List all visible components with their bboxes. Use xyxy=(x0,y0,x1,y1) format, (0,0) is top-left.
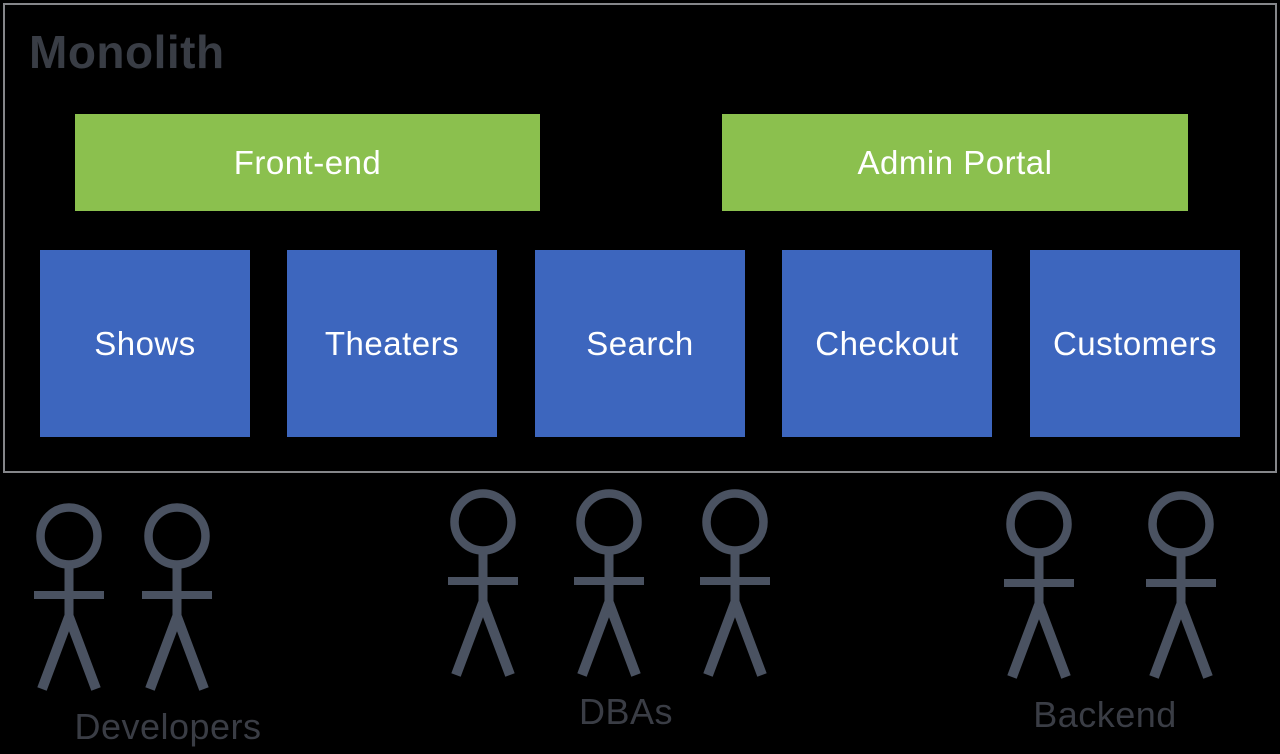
person-head xyxy=(450,489,516,555)
person-figure xyxy=(1146,491,1216,679)
person-right-leg xyxy=(1034,603,1071,679)
person-figure xyxy=(142,503,212,691)
person-head xyxy=(576,489,642,555)
module-label-shows: Shows xyxy=(94,324,196,362)
person-left-leg xyxy=(1149,603,1186,679)
team-developers-figures xyxy=(31,503,215,693)
admin-portal-layer-box: Admin Portal xyxy=(722,114,1188,211)
person-left-leg xyxy=(1007,603,1044,679)
module-box-shows: Shows xyxy=(40,250,250,437)
module-box-theaters: Theaters xyxy=(287,250,497,437)
person-right-leg xyxy=(730,601,767,677)
person-figure xyxy=(574,489,644,677)
person-head xyxy=(702,489,768,555)
person-right-leg xyxy=(1176,603,1213,679)
team-dbas-label: DBAs xyxy=(578,691,674,732)
module-box-checkout: Checkout xyxy=(782,250,992,437)
person-right-leg xyxy=(478,601,515,677)
monolith-container: Monolith Front-end Admin Portal Shows Th… xyxy=(3,3,1277,473)
person-right-leg xyxy=(64,615,101,691)
module-label-customers: Customers xyxy=(1052,324,1218,362)
person-figure xyxy=(1004,491,1074,679)
monolith-title: Monolith xyxy=(29,26,225,78)
person-figure xyxy=(700,489,770,677)
person-left-leg xyxy=(703,601,740,677)
module-label-search: Search xyxy=(586,324,694,362)
module-box-search: Search xyxy=(535,250,745,437)
person-left-leg xyxy=(577,601,614,677)
person-figure xyxy=(448,489,518,677)
person-right-leg xyxy=(604,601,641,677)
module-box-customers: Customers xyxy=(1030,250,1240,437)
person-head xyxy=(144,503,210,569)
admin-portal-layer-label: Admin Portal xyxy=(857,143,1053,181)
person-left-leg xyxy=(451,601,488,677)
team-backend-label: Backend xyxy=(1033,694,1177,735)
person-head xyxy=(1148,491,1214,557)
module-label-theaters: Theaters xyxy=(324,324,460,362)
module-label-checkout: Checkout xyxy=(815,324,959,362)
frontend-layer-label: Front-end xyxy=(233,143,382,181)
person-head xyxy=(1006,491,1072,557)
person-right-leg xyxy=(172,615,209,691)
team-backend-figures xyxy=(1001,491,1219,681)
team-developers-label: Developers xyxy=(74,706,262,747)
team-dbas-figures xyxy=(445,489,773,679)
person-head xyxy=(36,503,102,569)
frontend-layer-box: Front-end xyxy=(75,114,540,211)
person-left-leg xyxy=(37,615,74,691)
person-left-leg xyxy=(145,615,182,691)
person-figure xyxy=(34,503,104,691)
